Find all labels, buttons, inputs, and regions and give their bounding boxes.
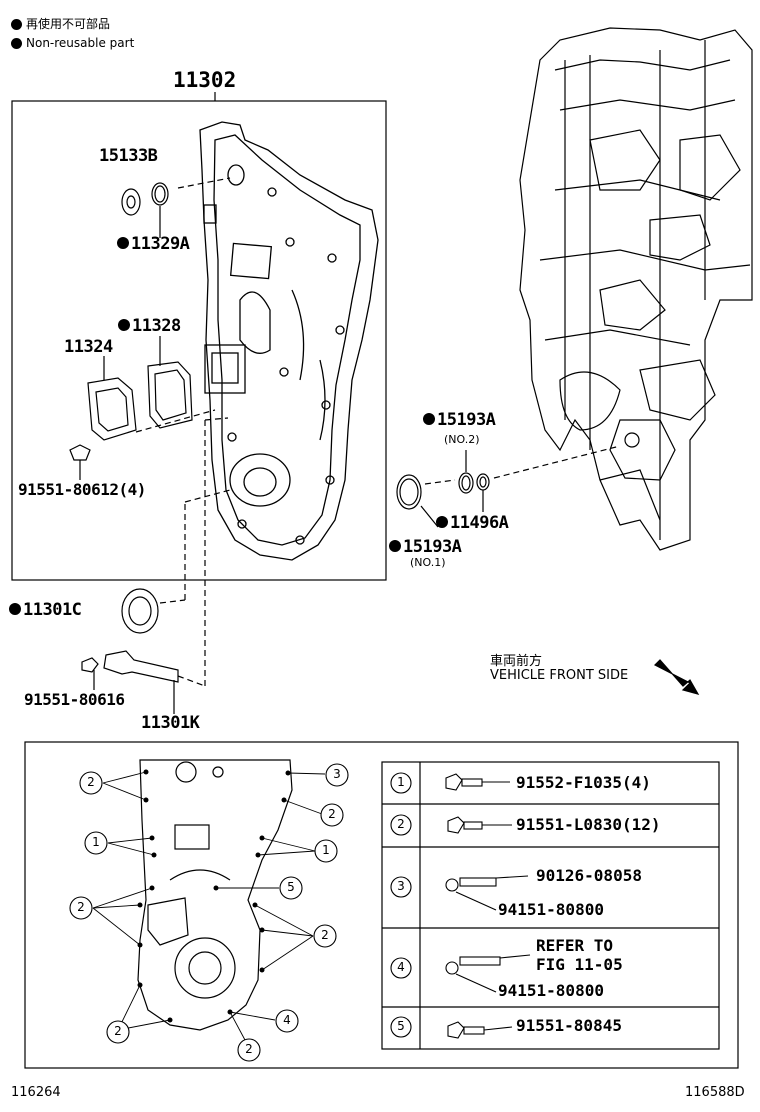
callout-2: 2 xyxy=(114,1024,122,1038)
bolt-part-number: 91551-80845 xyxy=(516,1016,622,1035)
callout-4: 4 xyxy=(283,1013,291,1027)
part-11496A: 11496A xyxy=(436,513,509,533)
non-reusable-dot-icon xyxy=(9,603,21,615)
table-row-num: 3 xyxy=(397,879,405,893)
bolt-part-number: 91552-F1035(4) xyxy=(516,773,651,792)
bolt-table-grid xyxy=(381,761,720,1050)
no2-label: (NO.2) xyxy=(444,433,480,446)
gasket-11328 xyxy=(147,361,193,429)
part-15193A-no2: 15193A xyxy=(423,410,496,430)
table-row-num: 5 xyxy=(397,1019,405,1033)
table-row-num: 4 xyxy=(397,960,405,974)
table-row-num: 2 xyxy=(397,817,405,831)
non-reusable-dot-icon xyxy=(117,237,129,249)
table-row-num: 1 xyxy=(397,775,405,789)
part-11301K: 11301K xyxy=(141,713,200,733)
refer-fig-text: FIG 11-05 xyxy=(536,955,623,974)
refer-text: REFER TO xyxy=(536,936,614,955)
callout-2: 2 xyxy=(87,775,95,789)
legend-en: Non-reusable part xyxy=(11,36,134,50)
washer-part-number: 94151-80800 xyxy=(498,900,604,919)
footer-id-left: 116264 xyxy=(11,1085,61,1100)
front-arrow xyxy=(653,659,700,695)
callout-2: 2 xyxy=(328,807,336,821)
legend-jp: 再使用不可部品 xyxy=(11,15,110,32)
front-label-en: VEHICLE FRONT SIDE xyxy=(490,668,629,683)
front-label-jp: 車両前方 xyxy=(490,654,543,669)
part-15133B: 15133B xyxy=(99,146,158,166)
part-91551-80616: 91551-80616 xyxy=(24,690,125,709)
part-91551-80612: 91551-80612(4) xyxy=(18,480,146,499)
lower-cover-drawing xyxy=(137,759,293,1031)
non-reusable-dot-icon xyxy=(118,319,130,331)
engine-block-drawing xyxy=(519,27,753,551)
callout-2: 2 xyxy=(77,900,85,914)
part-11324: 11324 xyxy=(64,337,113,357)
non-reusable-dot-icon xyxy=(436,516,448,528)
plate-11324 xyxy=(87,377,137,441)
footer-id-right: 116588D xyxy=(685,1085,745,1100)
plug-15133B xyxy=(121,188,141,216)
oring-15193A-no1 xyxy=(396,474,422,510)
non-reusable-dot-icon xyxy=(423,413,435,425)
part-11329A: 11329A xyxy=(117,234,190,254)
callout-2: 2 xyxy=(245,1042,253,1056)
callout-1: 1 xyxy=(322,843,330,857)
main-assembly-frame xyxy=(11,100,387,581)
part-11302: 11302 xyxy=(173,68,237,92)
callout-1: 1 xyxy=(92,835,100,849)
part-11301C: 11301C xyxy=(9,600,82,620)
part-11328: 11328 xyxy=(118,316,181,336)
bolt-part-number: 91551-L0830(12) xyxy=(516,815,661,834)
callout-5: 5 xyxy=(287,880,295,894)
non-reusable-dot-icon xyxy=(389,540,401,552)
part-15193A-no1: 15193A xyxy=(389,537,462,557)
legend-dot-icon xyxy=(11,38,22,49)
legend-dot-icon xyxy=(11,19,22,30)
oring-15193A-no2 xyxy=(458,472,474,494)
bolt-part-number: 90126-08058 xyxy=(536,866,642,885)
no1-label: (NO.1) xyxy=(410,556,446,569)
timing-cover-drawing xyxy=(199,121,379,561)
washer-part-number: 94151-80800 xyxy=(498,981,604,1000)
callout-2: 2 xyxy=(321,928,329,942)
oring-11329A xyxy=(151,182,169,206)
oil-seal-11301C xyxy=(121,588,159,634)
bolt-location-frame xyxy=(24,741,739,1069)
callout-3: 3 xyxy=(333,767,341,781)
sensor-11301K xyxy=(103,650,179,683)
